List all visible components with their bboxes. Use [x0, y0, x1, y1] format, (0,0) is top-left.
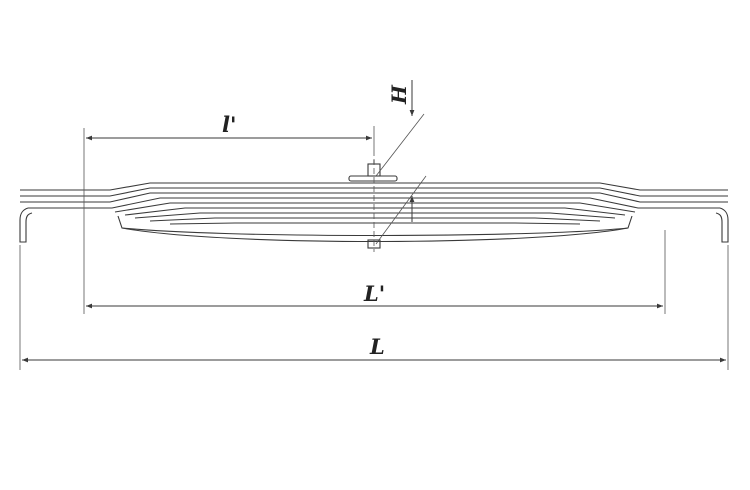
label-height: H [387, 84, 411, 105]
dimension-height: H [375, 80, 427, 245]
extension-lines [19, 126, 729, 370]
label-eye-span: L' [363, 281, 385, 306]
label-half-span: l' [222, 112, 236, 137]
leaf-pack [19, 150, 729, 252]
dimension-eye-span: L' [86, 281, 663, 309]
dimension-overall-length: L [22, 334, 726, 363]
label-overall-length: L [369, 334, 385, 359]
dimension-half-span: l' [86, 112, 372, 141]
